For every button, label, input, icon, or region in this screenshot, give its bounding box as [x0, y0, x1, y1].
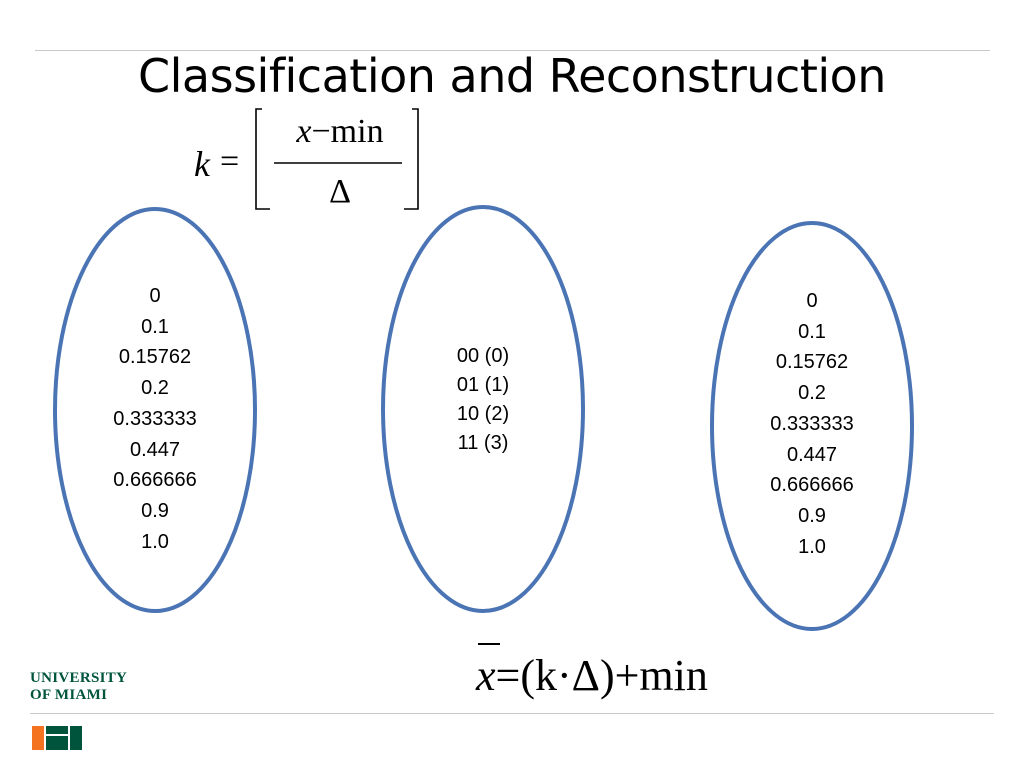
oval-left-shape — [53, 207, 257, 613]
oval-right-value: 0 — [806, 290, 818, 312]
slide-title: Classification and Reconstruction — [138, 49, 886, 103]
top-divider — [35, 50, 990, 51]
floor-brackets — [255, 108, 419, 210]
logo-line-1: UNIVERSITY — [30, 670, 128, 686]
oval-right-value: 1.0 — [798, 535, 826, 558]
reconstruction-expression: x=(k·Δ)+min — [476, 650, 708, 701]
oval-left-value: 0.15762 — [118, 346, 192, 369]
formula-reconstruction-rest: =(k·Δ)+min — [495, 651, 708, 700]
oval-right-value: 0.666666 — [770, 474, 854, 497]
oval-left-value: 1.0 — [141, 530, 169, 553]
logo-line-2: OF MIAMI — [30, 687, 108, 703]
oval-middle-value: 11 (3) — [457, 432, 509, 454]
oval-left-value: 0.447 — [129, 438, 181, 461]
oval-right-value: 0.1 — [798, 320, 826, 343]
oval-left-value: 0.666666 — [113, 469, 197, 492]
formula-denominator: Δ — [329, 173, 351, 210]
oval-right-value: 0.333333 — [770, 412, 854, 435]
oval-middle-value: 10 (2) — [456, 403, 510, 425]
oval-middle-value: 00 (0) — [456, 345, 510, 367]
oval-left-value: 0 — [149, 285, 161, 307]
oval-right-value: 0.15762 — [775, 351, 849, 374]
u-logo-icon — [32, 726, 82, 750]
classification-formula: k = x−min Δ — [190, 105, 430, 215]
formula-x: x — [296, 113, 312, 150]
formula-x-bar: x — [476, 651, 496, 700]
formula-equals: = — [220, 143, 240, 180]
oval-right-value: 0.447 — [786, 443, 838, 466]
university-logo: UNIVERSITY OF MIAMI — [30, 670, 160, 760]
oval-middle-shape — [381, 205, 585, 613]
overline — [478, 643, 500, 645]
oval-right-value: 0.9 — [798, 504, 826, 527]
oval-left-value: 0.1 — [141, 315, 169, 338]
reconstruction-formula: x=(k·Δ)+min — [470, 620, 800, 700]
oval-middle: 00 (0) 01 (1) 10 (2) 11 (3) — [378, 203, 588, 615]
oval-left-values: 0 0.1 0.15762 0.2 0.333333 0.447 0.666666 0.9 1.… — [50, 281, 260, 557]
oval-middle-values: 00 (0) 01 (1) 10 (2) 11 (3) — [378, 342, 588, 458]
oval-left: 0 0.1 0.15762 0.2 0.333333 0.447 0.666666 0.9 1.… — [50, 205, 260, 615]
formula-numerator: x−min — [270, 113, 410, 151]
oval-left-value: 0.333333 — [113, 407, 197, 430]
oval-middle-value: 01 (1) — [456, 374, 510, 396]
oval-left-value: 0.9 — [141, 499, 169, 522]
bottom-divider — [30, 713, 994, 714]
formula-minus-min: −min — [311, 113, 384, 150]
oval-left-value: 0.2 — [141, 377, 169, 400]
oval-right-values: 0 0.1 0.15762 0.2 0.333333 0.447 0.666666 0.9 1.… — [707, 286, 917, 562]
oval-right: 0 0.1 0.15762 0.2 0.333333 0.447 0.666666 0.9 1.… — [707, 220, 917, 633]
oval-right-value: 0.2 — [798, 382, 826, 405]
formula-k: k — [194, 144, 210, 184]
oval-right-shape — [710, 221, 914, 631]
